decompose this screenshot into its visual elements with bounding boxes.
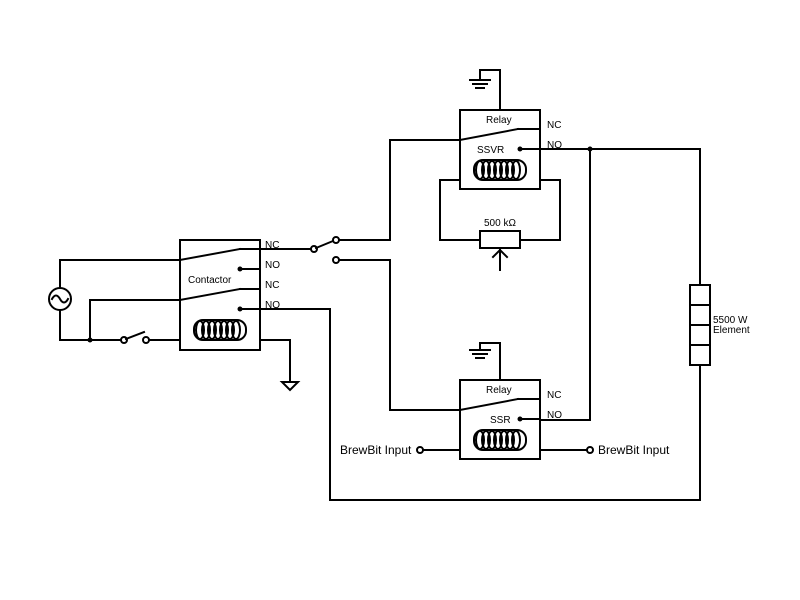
brewbit-right-label: BrewBit Input	[598, 443, 670, 457]
ssvr-relay-title: Relay	[486, 115, 512, 126]
wire-source-top	[59, 259, 181, 289]
wire-to-contactor-nc2	[89, 299, 181, 341]
ssvr-label: SSVR	[477, 145, 504, 156]
wire-to-ssvr-relay	[338, 139, 461, 241]
ground-icon	[279, 381, 301, 392]
ac-source-icon	[48, 287, 72, 311]
contactor-coil-icon	[193, 319, 247, 341]
ground-icon-bottom	[469, 342, 491, 359]
contactor-switch-2	[178, 287, 242, 302]
wire-to-ssr-relay	[338, 259, 461, 411]
ssr-switch	[458, 397, 520, 412]
ssvr-relay-box: Relay SSVR	[458, 109, 541, 190]
wire-source-bottom	[59, 309, 122, 341]
ssr-label: SSR	[490, 415, 511, 426]
contactor-nc2-label: NC	[265, 280, 279, 291]
ssr-relay-box: Relay SSR	[458, 379, 541, 460]
potentiometer	[479, 230, 521, 271]
ssvr-coil-icon	[473, 159, 527, 181]
brewbit-right-terminal	[586, 446, 594, 454]
ground-icon-top	[469, 69, 491, 89]
wire-contactor-no2-to-element	[259, 308, 701, 501]
ssvr-switch	[458, 127, 520, 142]
brewbit-left-label: BrewBit Input	[340, 443, 412, 457]
contactor-label: Contactor	[188, 275, 232, 286]
contactor-box: Contactor	[178, 239, 261, 351]
heating-element	[689, 284, 711, 366]
main-switch	[120, 330, 150, 344]
element-label-line2: Element	[713, 325, 750, 336]
brewbit-left-terminal	[416, 446, 424, 454]
wire-pot-left	[439, 179, 481, 241]
contactor-no1-label: NO	[265, 260, 280, 271]
ssr-coil-icon	[473, 429, 527, 451]
wire-ssr-no	[539, 148, 591, 421]
contactor-no2-label: NO	[265, 300, 280, 311]
ssvr-no-label: NO	[547, 140, 562, 151]
wire-ssvr-no-to-element	[539, 148, 701, 286]
ssvr-nc-label: NC	[547, 120, 561, 131]
wire-coil-to-ground	[259, 339, 291, 383]
element-label-line1: 5500 W	[713, 315, 748, 326]
wire-pot-right	[519, 179, 561, 241]
changeover-switch	[310, 236, 340, 264]
pot-label: 500 kΩ	[484, 218, 516, 229]
wire-ssvr-ground	[479, 69, 501, 111]
ssr-nc-label: NC	[547, 390, 561, 401]
ssr-relay-title: Relay	[486, 385, 512, 396]
ssr-no-label: NO	[547, 410, 562, 421]
contactor-switch-1	[178, 247, 242, 262]
contactor-nc1-label: NC	[265, 240, 279, 251]
wire-ssr-ground	[479, 342, 501, 381]
